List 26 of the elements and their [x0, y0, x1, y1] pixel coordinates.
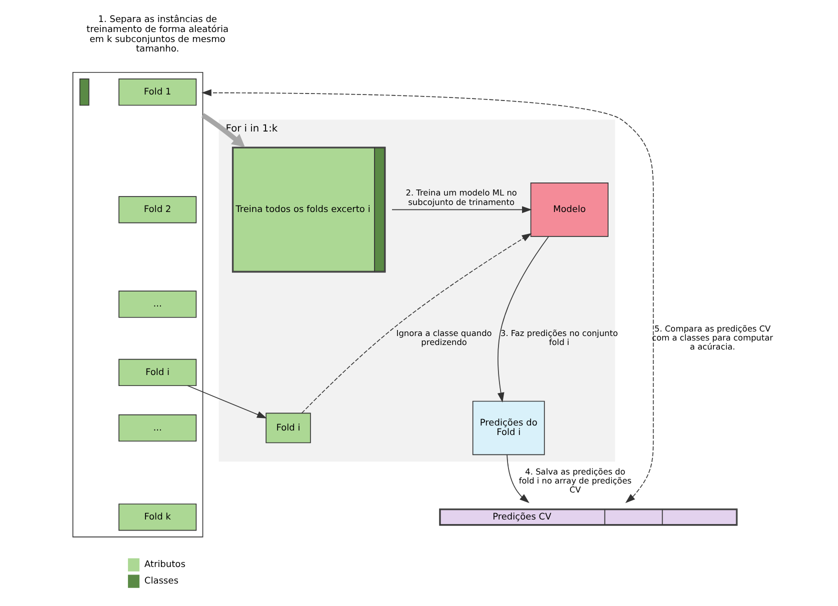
node-box: ...: [118, 290, 197, 318]
node-box: Fold i: [118, 358, 197, 386]
node-box: ...: [118, 414, 197, 442]
legend-label: Atributos: [144, 560, 186, 570]
edge-label: Ignora a classe quando predizendo: [396, 328, 492, 347]
node-box: Modelo: [530, 182, 608, 237]
arrow: [201, 113, 245, 148]
edge-label: 2. Treina um modelo ML no subcojunto de trinamento: [406, 188, 517, 207]
edge-label: 5. Compara as predições CV com a classes para computar a acúracia.: [652, 323, 774, 352]
arrow: [202, 89, 654, 504]
node-bar: [79, 78, 90, 106]
arrow: [301, 233, 532, 414]
label: 1. Separa as instâncias de treinamento de forma aleatória em k subconjuntos de mesmo tamanho.: [86, 15, 229, 55]
edge-label: 3. Faz predições no conjunto fold i: [500, 328, 618, 347]
edge-label: 4. Salva as predições do fold i no array de predições CV: [518, 466, 632, 495]
arrow: [497, 236, 549, 402]
node-box: Fold i: [266, 412, 311, 444]
node-box: Fold k: [118, 504, 197, 531]
legend-label: Classes: [144, 576, 178, 587]
node-box: Predições do Fold i: [472, 400, 545, 456]
cluster: [72, 72, 204, 538]
node-box: Fold 1: [118, 78, 197, 106]
arrow: [506, 454, 530, 504]
arrow: [392, 206, 532, 214]
node-box: Fold 2: [118, 196, 197, 224]
arrow: [187, 385, 267, 418]
